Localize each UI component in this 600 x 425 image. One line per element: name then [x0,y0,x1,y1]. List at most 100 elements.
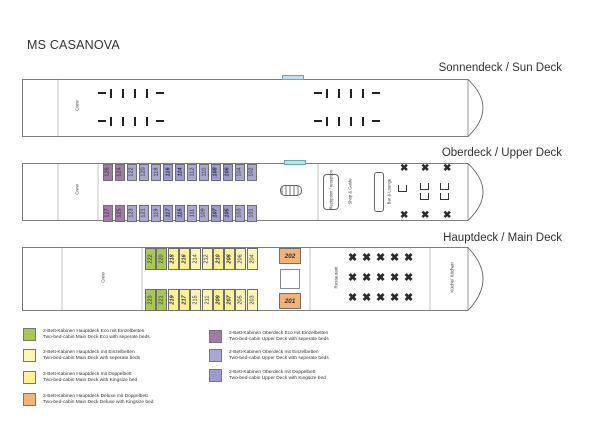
lounger-icon [350,89,352,98]
cabin-214[interactable]: 214 [190,247,202,270]
cabin-number: 117 [165,208,172,218]
cabin-number: 107 [213,208,219,218]
cabin-109[interactable]: 109 [199,204,209,222]
cabin-102[interactable]: 102 [247,163,257,181]
lounger-icon [314,120,322,122]
cabin-202[interactable]: 202 [279,248,301,264]
restaurant-table-icon: ✖ [348,252,358,264]
cabin-number: 202 [284,252,296,260]
lounger-icon [156,92,164,94]
restaurant-table-icon: ✖ [362,252,372,264]
cabin-number: 114 [177,167,184,177]
cabin-number: 205 [237,294,244,305]
lounger-icon [314,92,322,94]
lounger-icon [98,120,106,122]
cabin-112[interactable]: 112 [187,163,197,181]
lounger-icon [110,117,112,126]
cabin-114[interactable]: 114 [175,163,185,181]
cabin-124[interactable]: 124 [115,163,125,181]
main-stair-well [280,269,300,289]
legend-swatch [23,371,36,384]
cabin-201[interactable]: 201 [279,293,301,309]
legend-swatch [209,369,222,382]
cabin-125[interactable]: 125 [115,204,125,222]
cabin-number: 211 [203,295,210,304]
lounger-icon [338,89,340,98]
cabin-118[interactable]: 118 [151,163,161,181]
cabin-222[interactable]: 222 [145,247,156,270]
cabin-209[interactable]: 209 [212,288,224,311]
legend-label-en: Two-bed-cabin Main Deck with seperate be… [43,355,141,361]
reception-label: Rezeption / reception [328,169,334,210]
restaurant-table-icon: ✖ [376,292,386,304]
cabin-204[interactable]: 204 [246,247,258,270]
ship-name: MS CASANOVA [27,38,120,52]
kitchen-label: Küche/ Kitchen [449,262,455,293]
restaurant-table-icon: ✖ [390,292,400,304]
restaurant-table-icon: ✖ [404,272,414,284]
cabin-104[interactable]: 104 [235,163,245,181]
lounge-table-icon: ✖ [400,163,409,174]
cabin-number: 119 [153,208,160,218]
cabin-105[interactable]: 105 [223,204,233,222]
cabin-126[interactable]: 126 [103,163,113,181]
upper-stairs-icon [284,160,306,165]
restaurant-table-icon: ✖ [390,272,400,284]
cabin-216[interactable]: 216 [178,247,190,270]
restaurant-table-icon: ✖ [376,272,386,284]
cabin-number: 201 [284,297,296,305]
cabin-116[interactable]: 116 [163,163,173,181]
cabin-number: 214 [192,253,199,264]
cabin-223[interactable]: 223 [145,288,156,311]
cabin-215[interactable]: 215 [190,288,202,311]
cabin-217[interactable]: 217 [178,288,190,311]
cabin-117[interactable]: 117 [163,204,173,222]
sun-deck-outline [22,79,484,137]
legend-swatch [23,328,36,341]
cabin-212[interactable]: 212 [201,247,213,270]
cabin-number: 127 [105,208,111,218]
cabin-106[interactable]: 106 [223,163,233,181]
cabin-number: 105 [225,208,231,218]
cabin-number: 111 [189,208,196,218]
restaurant-table-icon: ✖ [362,272,372,284]
lounger-icon [134,89,136,98]
cabin-number: 223 [147,294,154,305]
cabin-211[interactable]: 211 [201,288,213,311]
cabin-208[interactable]: 208 [224,247,236,270]
main-deck-title: Hauptdeck / Main Deck [443,232,562,244]
cabin-111[interactable]: 111 [187,204,197,222]
cabin-221[interactable]: 221 [156,288,168,311]
cabin-123[interactable]: 123 [127,204,137,222]
cabin-119[interactable]: 119 [151,204,161,222]
cabin-103[interactable]: 103 [235,204,245,222]
cabin-number: 116 [165,167,172,177]
cabin-110[interactable]: 110 [199,163,209,181]
cabin-101[interactable]: 101 [247,204,257,222]
restaurant-table-icon: ✖ [348,272,358,284]
cabin-219[interactable]: 219 [167,288,179,311]
cabin-218[interactable]: 218 [167,247,179,270]
lounge-table-icon: ✖ [443,163,452,174]
cabin-number: 203 [249,294,256,305]
legend-swatch [209,349,222,362]
cabin-121[interactable]: 121 [139,204,149,222]
sofa-icon [420,183,429,190]
lounger-icon [110,89,112,98]
cabin-220[interactable]: 220 [156,247,168,270]
cabin-number: 108 [213,167,219,177]
cabin-206[interactable]: 206 [235,247,247,270]
legend-label-de: 2-Bett-Kabinen Hauptdeck Eco mit Einzelb… [43,328,145,334]
cabin-127[interactable]: 127 [103,204,113,222]
cabin-210[interactable]: 210 [212,247,224,270]
cabin-122[interactable]: 122 [127,163,137,181]
cabin-115[interactable]: 115 [175,204,185,222]
cabin-120[interactable]: 120 [139,163,149,181]
restaurant-table-icon: ✖ [404,252,414,264]
cabin-108[interactable]: 108 [211,163,221,181]
cabin-107[interactable]: 107 [211,204,221,222]
cabin-207[interactable]: 207 [224,288,236,311]
cabin-203[interactable]: 203 [246,288,258,311]
cabin-205[interactable]: 205 [235,288,247,311]
